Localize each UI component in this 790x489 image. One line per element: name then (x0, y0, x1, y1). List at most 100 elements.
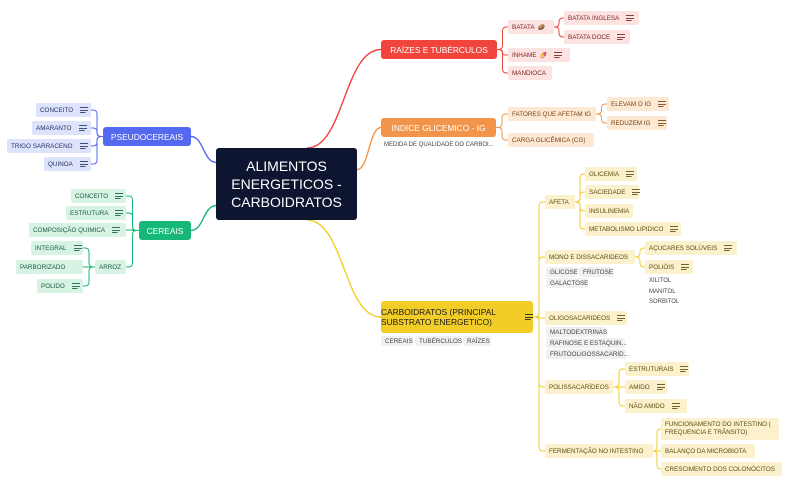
node-elevam-ig-label: ELEVAM O IG (611, 100, 652, 108)
topic-indice-glicemico[interactable]: INDICE GLICEMICO - IG (381, 118, 496, 137)
connector-line (575, 191, 585, 203)
connector-line (306, 219, 382, 318)
tag-glicose[interactable]: GLICOSE (546, 267, 578, 277)
node-estruturais[interactable]: ESTRUTURAIS (625, 362, 689, 376)
node-mono-dissacarideos[interactable]: MONO E DISSACARIDEOS (545, 250, 635, 264)
node-amido[interactable]: AMIDO (625, 380, 667, 394)
node-integral[interactable]: INTEGRAL (31, 241, 83, 255)
node-pseudo-conceito[interactable]: CONCEITO (36, 103, 91, 117)
node-fatores-ig[interactable]: FATORES QUE AFETAM IG (508, 107, 596, 121)
node-polido[interactable]: POLIDO (37, 279, 83, 293)
node-acucares-soluveis[interactable]: AÇUCARES SOLÚVEIS (645, 241, 737, 255)
note-icon[interactable] (115, 210, 124, 216)
topic-raizes-tuberculos[interactable]: RAÍZES E TUBÉRCULOS (381, 40, 497, 59)
node-nao-amido[interactable]: NÃO AMIDO (625, 399, 687, 413)
connector-line (126, 230, 139, 268)
node-crescimento-colonocitos[interactable]: CRESCIMENTO DOS COLONÓCITOS (661, 462, 782, 476)
connector-line (652, 450, 662, 470)
tag-rafinose[interactable]: RAFINOSE E ESTAQUIN... (546, 338, 627, 348)
node-insulinemia[interactable]: INSULINEMIA (585, 204, 633, 218)
tag-maltodextrinas[interactable]: MALTODEXTRINAS (546, 327, 608, 337)
node-mandioca[interactable]: MANDIOCA (508, 66, 552, 80)
connector-line (635, 247, 645, 258)
node-poliois[interactable]: POLIÓIS (645, 260, 693, 274)
note-icon[interactable] (115, 193, 124, 199)
note-icon[interactable] (671, 403, 680, 409)
node-batata-doce[interactable]: BATATA DOCE (564, 30, 630, 44)
tag-maltodextrinas-label: MALTODEXTRINAS (550, 328, 608, 336)
topic-cereais[interactable]: CEREAIS (139, 221, 191, 240)
node-reduzem-ig[interactable]: REDUZEM IG (607, 116, 667, 130)
note-icon[interactable] (80, 107, 89, 113)
root-topic-label: ALIMENTOS ENERGETICOS - CARBOIDRATOS (231, 158, 342, 210)
note-icon[interactable] (680, 366, 689, 372)
node-metabolismo-lipidico[interactable]: METABOLISMO LIPIDICO (585, 222, 681, 236)
node-afeta[interactable]: AFETA (545, 195, 575, 209)
note-icon[interactable] (73, 245, 82, 251)
tag-galactose[interactable]: GALACTOSE (546, 278, 588, 288)
node-quinoa-label: QUINOA (48, 160, 73, 168)
note-icon[interactable] (626, 15, 635, 21)
note-icon[interactable] (626, 171, 635, 177)
connector-line (91, 127, 103, 137)
note-icon[interactable] (525, 314, 533, 320)
node-fermentacao-intestino[interactable]: FERMENTAÇÃO NO INTESTINO (545, 444, 653, 458)
tag-frutose[interactable]: FRUTOSE (579, 267, 614, 277)
note-icon[interactable] (632, 189, 641, 195)
node-estrutura[interactable]: ESTRUTURA (66, 206, 126, 220)
note-icon[interactable] (617, 315, 626, 321)
node-funcionamento-intestino[interactable]: FUNCIONAMENTO DO INTESTINO ( FREQUENCIA … (661, 418, 779, 440)
topic-pseudocereais[interactable]: PSEUDOCEREAIS (103, 127, 191, 146)
node-oligossacarideos[interactable]: OLIGOSACARIDEOS (545, 311, 627, 325)
note-icon[interactable] (79, 161, 88, 167)
node-amaranto[interactable]: AMARANTO (32, 121, 91, 135)
connector-line (533, 256, 545, 318)
note-icon[interactable] (724, 245, 733, 251)
note-icon[interactable] (79, 143, 88, 149)
note-icon[interactable] (112, 227, 121, 233)
node-inhame[interactable]: INHAME🍠 (508, 48, 570, 62)
node-carga-glicemica[interactable]: CARGA GLICÊMICA (CG) (508, 133, 594, 147)
note-icon[interactable] (657, 120, 666, 126)
tag-cereais[interactable]: CEREAIS (381, 336, 413, 346)
node-amaranto-label: AMARANTO (36, 124, 72, 132)
connector-line (496, 127, 508, 141)
node-quinoa[interactable]: QUINOA (44, 157, 91, 171)
node-arroz[interactable]: ARROZ (95, 260, 126, 274)
node-cereais-conceito[interactable]: CONCEITO (71, 189, 126, 203)
topic-pseudocereais-label: PSEUDOCEREAIS (110, 131, 184, 142)
node-composicao-quimica[interactable]: COMPOSIÇÃO QUIMICA (29, 223, 126, 237)
note-icon[interactable] (617, 34, 626, 40)
tag-frutooligossacaridos[interactable]: FRUTOOLIGOSSACARID... (546, 349, 629, 359)
node-saciedade[interactable]: SACIEDADE (585, 185, 641, 199)
connector-line (190, 135, 217, 164)
node-polissacarideos[interactable]: POLISSACARÍDEOS (545, 380, 613, 394)
node-batata[interactable]: BATATA🥔 (508, 20, 554, 34)
topic-carboidratos[interactable]: CARBOIDRATOS (PRINCIPAL SUBSTRATO ENERGE… (381, 301, 533, 333)
node-insulinemia-label: INSULINEMIA (589, 207, 630, 215)
node-mono-dissacarideos-label: MONO E DISSACARIDEOS (549, 253, 629, 261)
node-batata-inglesa[interactable]: BATATA INGLESA (564, 11, 639, 25)
tag-raizes[interactable]: RAÍZES (463, 336, 491, 346)
note-icon[interactable] (658, 101, 667, 107)
item-sorbitol[interactable]: SORBITOL (646, 297, 682, 307)
node-trigo-sarraceno[interactable]: TRIGO SARRACENO (7, 139, 91, 153)
ig-subtitle[interactable]: MEDIDA DE QUALIDADE DO CARBOI... (381, 140, 499, 150)
node-balanco-microbiota[interactable]: BALANÇO DA MICROBIOTA (661, 444, 755, 458)
root-topic[interactable]: ALIMENTOS ENERGETICOS - CARBOIDRATOS (216, 148, 357, 220)
tag-tuberculos[interactable]: TUBÉRCULOS (415, 336, 462, 346)
note-icon[interactable] (656, 384, 665, 390)
node-glicemia[interactable]: GLICEMIA (585, 167, 637, 181)
connector-line (533, 316, 545, 452)
note-icon[interactable] (71, 283, 80, 289)
item-xilitol[interactable]: XILITOL (646, 276, 676, 286)
note-icon[interactable] (78, 125, 87, 131)
node-elevam-ig[interactable]: ELEVAM O IG (607, 97, 669, 111)
note-icon[interactable] (681, 264, 690, 270)
node-parborizado[interactable]: PARBORIZADO (16, 260, 83, 274)
connector-line (83, 247, 95, 268)
node-trigo-sarraceno-label: TRIGO SARRACENO (11, 142, 73, 150)
item-manitol[interactable]: MANITOL (646, 287, 678, 297)
note-icon[interactable] (553, 52, 562, 58)
note-icon[interactable] (670, 226, 679, 232)
